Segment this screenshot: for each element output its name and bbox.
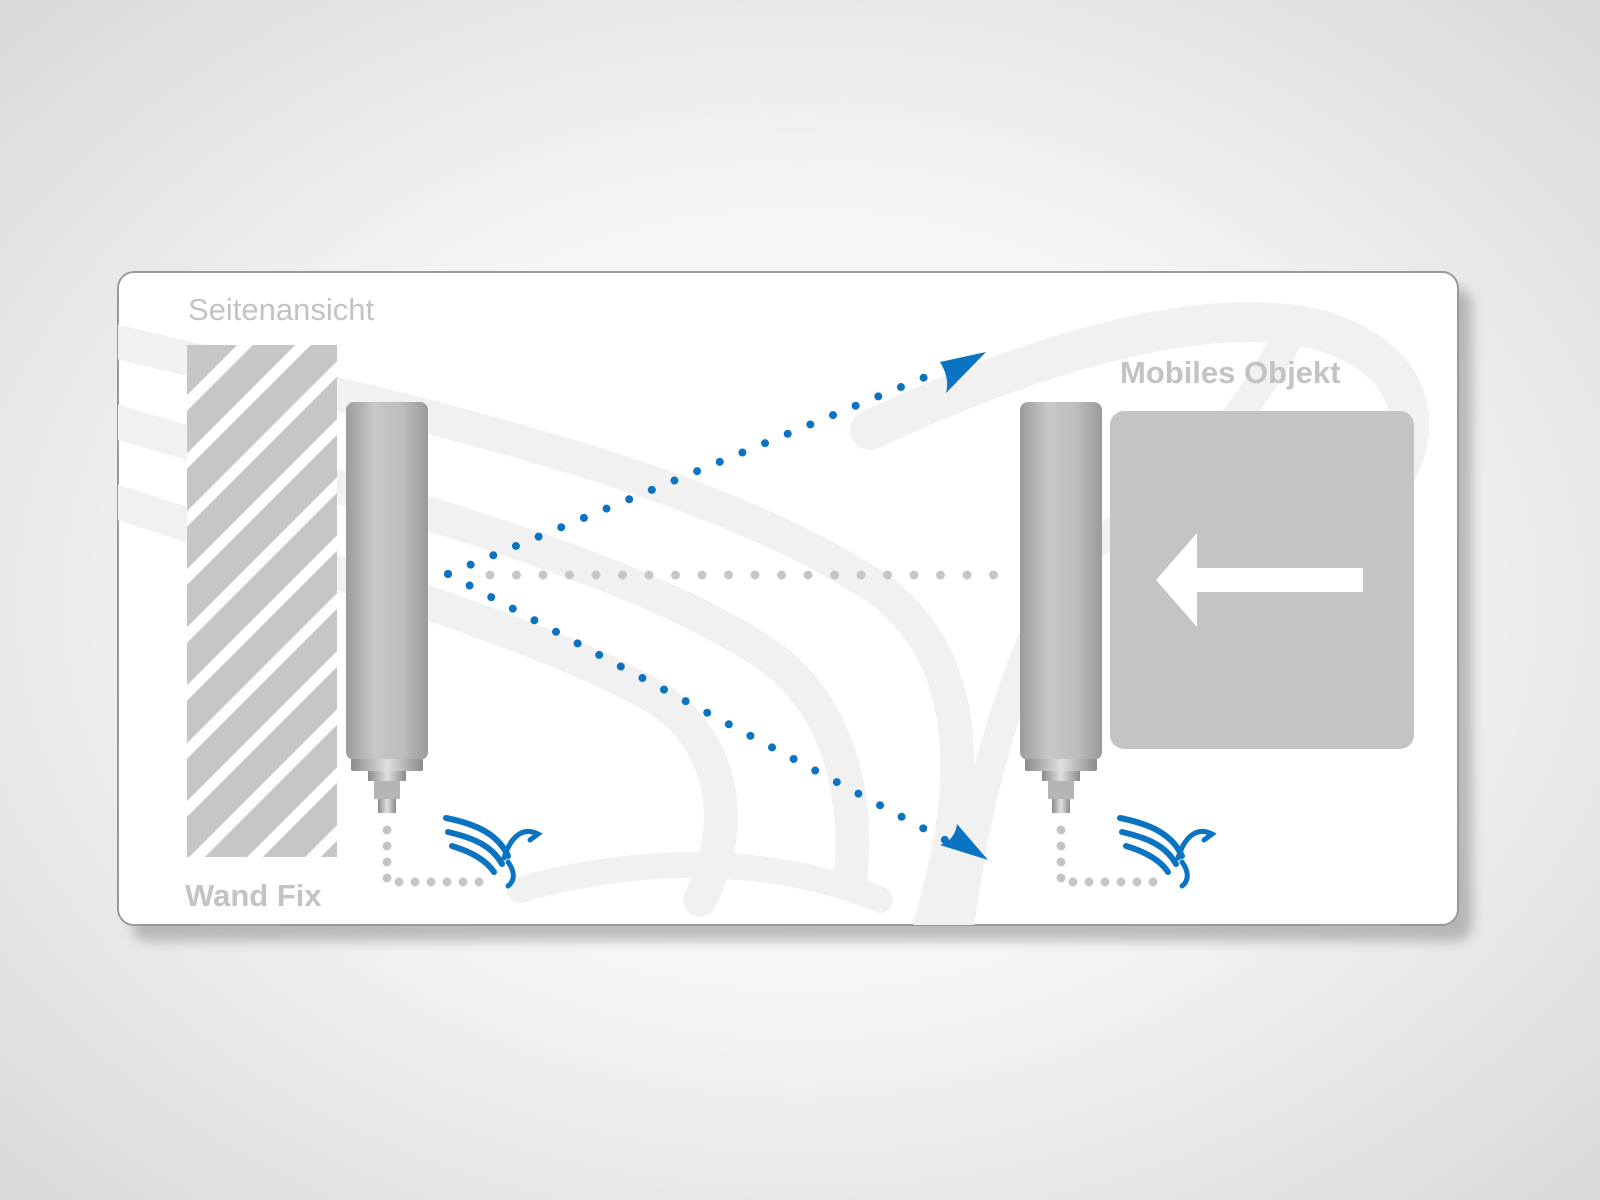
object-label: Mobiles Objekt — [1120, 355, 1340, 390]
eagle-logo-icon — [1117, 815, 1217, 889]
mobile-object — [1110, 411, 1414, 749]
view-title: Seitenansicht — [188, 292, 375, 327]
antenna-left — [346, 402, 428, 813]
signal-path-up — [444, 369, 939, 578]
arrowhead-icon — [940, 824, 988, 860]
arrowhead-icon — [940, 352, 986, 393]
cable-right-dots — [1056, 825, 1161, 887]
wall-label: Wand Fix — [185, 878, 322, 913]
wall-fixture — [187, 345, 337, 857]
wall-hatching — [187, 345, 337, 857]
eagle-logo-icon — [443, 815, 543, 889]
cable-left-dots — [382, 825, 487, 887]
arrow-left-icon — [1156, 533, 1363, 627]
antenna-right — [1020, 402, 1102, 813]
